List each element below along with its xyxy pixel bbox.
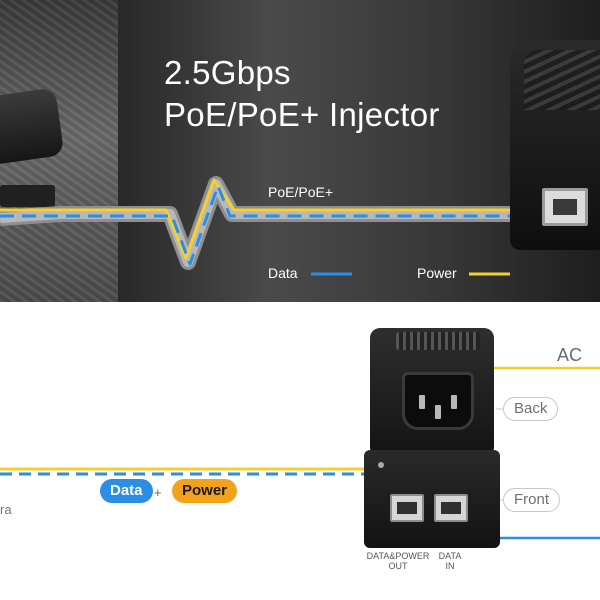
in-port-label-line1: DATA xyxy=(438,551,462,561)
in-port-label-line2: IN xyxy=(445,561,455,571)
ac-pin xyxy=(419,395,425,409)
out-port-label-line1: DATA&POWER xyxy=(366,551,430,561)
legend-power-label: Power xyxy=(417,265,457,281)
camera-mount xyxy=(0,185,55,207)
legend-data-label: Data xyxy=(268,265,298,281)
in-port-label: DATA IN xyxy=(434,551,466,571)
wiring-diagram xyxy=(0,366,600,540)
data-in-port xyxy=(434,494,468,522)
poe-cable-illustration xyxy=(0,176,560,276)
device-front-section xyxy=(364,450,500,548)
hero-banner: 2.5Gbps PoE/PoE+ Injector PoE/PoE+ Data … xyxy=(0,0,600,302)
banner-title: 2.5Gbps PoE/PoE+ Injector xyxy=(164,52,440,136)
data-power-out-port xyxy=(390,494,424,522)
ac-pin xyxy=(451,395,457,409)
status-led xyxy=(378,462,384,468)
back-label: Back xyxy=(503,397,559,421)
title-line-2: PoE/PoE+ Injector xyxy=(164,96,440,133)
title-line-1: 2.5Gbps xyxy=(164,54,291,91)
out-port-label: DATA&POWER OUT xyxy=(362,551,434,571)
data-pill: Data xyxy=(100,479,153,503)
injector-ethernet-port xyxy=(542,188,588,226)
left-cut-label: ra xyxy=(0,502,12,517)
ac-pin xyxy=(435,405,441,419)
cable-label: PoE/PoE+ xyxy=(268,184,333,200)
ac-power-socket xyxy=(402,372,474,430)
front-label: Front xyxy=(503,488,561,512)
plus-sign: + xyxy=(154,485,162,500)
ac-label: AC xyxy=(557,345,583,365)
device-back-section xyxy=(370,328,494,452)
injector-device-diagram xyxy=(364,328,500,548)
device-vent xyxy=(396,332,480,350)
out-port-label-line2: OUT xyxy=(388,561,408,571)
power-pill: Power xyxy=(172,479,238,503)
